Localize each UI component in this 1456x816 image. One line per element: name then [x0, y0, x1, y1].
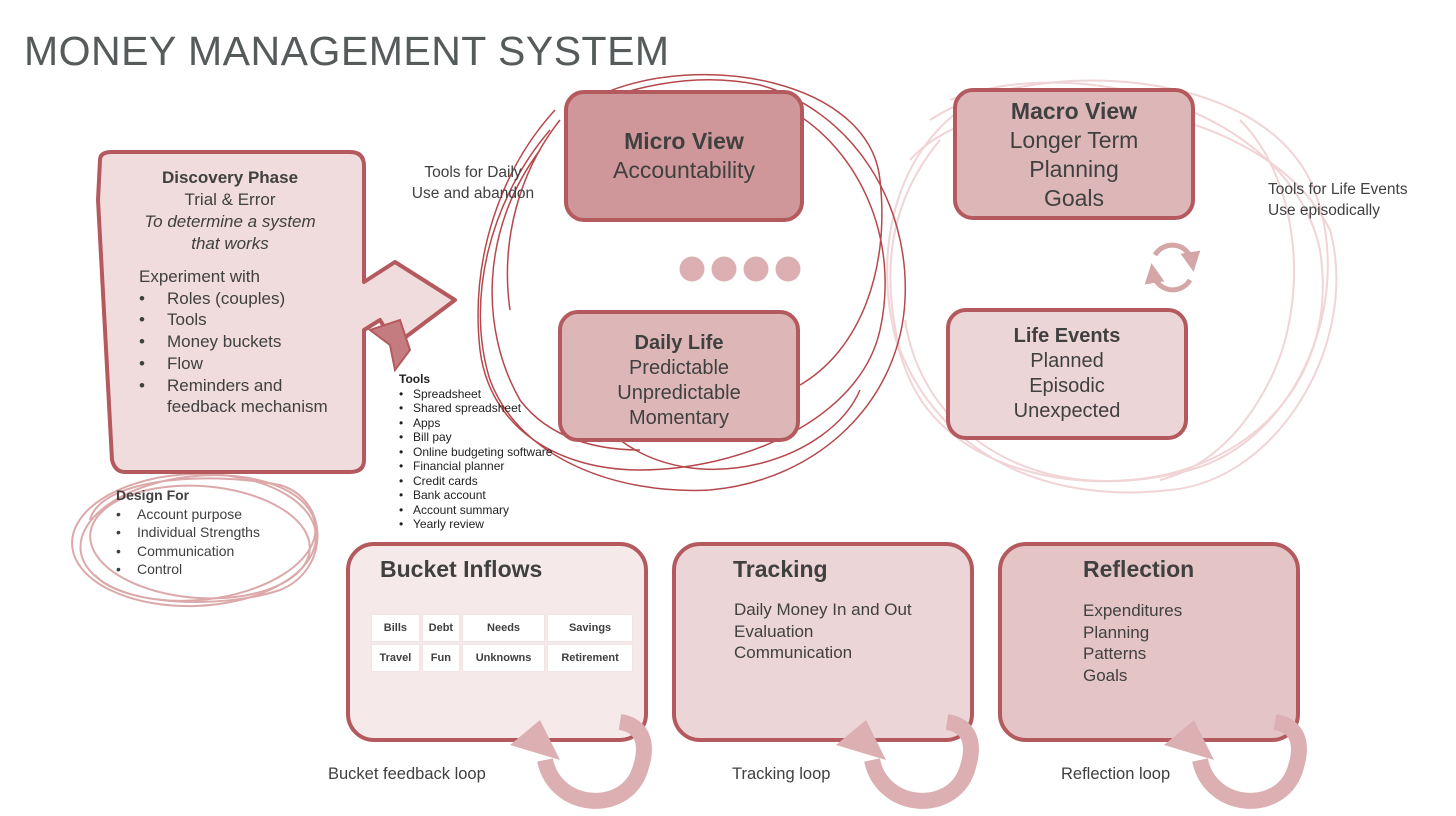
list-item: Patterns: [1083, 644, 1147, 663]
discovery-italic-1: To determine a system: [144, 212, 316, 231]
list-item: Flow: [139, 353, 328, 375]
bucket-loop-label: Bucket feedback loop: [328, 765, 486, 783]
list-item: Shared spreadsheet: [399, 401, 552, 416]
tools-list: Tools Spreadsheet Shared spreadsheet App…: [399, 372, 552, 532]
daily-tools-note-line-2: Use and abandon: [411, 185, 535, 202]
list-item: Tools: [139, 309, 328, 331]
discovery-subheading: Trial & Error: [184, 190, 276, 209]
micro-view-heading: Micro View: [624, 128, 744, 154]
discovery-heading: Discovery Phase: [161, 168, 299, 187]
macro-view-box: [953, 88, 1195, 220]
macro-view: Macro View Longer Term Planning Goals: [955, 97, 1193, 213]
list-item: Account summary: [399, 503, 552, 518]
list-item: Communication: [734, 643, 853, 662]
list-item-continuation: feedback mechanism: [167, 397, 328, 417]
list-item: Control: [116, 560, 260, 579]
reflection-list: Expenditures Planning Patterns Goals: [1083, 600, 1182, 686]
table-row: Travel Fun Unknowns Retirement: [371, 644, 633, 672]
ellipsis-dots: [679, 256, 801, 282]
tracking-loop-arrow-icon: [836, 714, 979, 809]
life-events-line: Unexpected: [1013, 400, 1121, 422]
list-item: Bill pay: [399, 430, 552, 445]
table-cell: Debt: [421, 614, 460, 642]
life-tools-note-line-1: Tools for Life Events: [1268, 181, 1408, 198]
life-events-heading: Life Events: [1013, 325, 1121, 347]
life-events-box: [946, 308, 1188, 440]
daily-life-box: [558, 310, 800, 442]
bucket-inflows-box: [346, 542, 648, 742]
bucket-loop-arrow-icon: [510, 714, 652, 809]
list-item: Daily Money In and Out: [734, 600, 912, 619]
tracking-heading: Tracking: [733, 556, 828, 582]
page-title: MONEY MANAGEMENT SYSTEM: [24, 28, 670, 74]
list-item: Goals: [1083, 665, 1128, 685]
table-cell: Savings: [547, 614, 633, 642]
table-row: Bills Debt Needs Savings: [371, 614, 633, 642]
list-item: Account purpose: [116, 505, 260, 524]
life-events: Life Events Planned Episodic Unexpected: [948, 324, 1186, 424]
list-item: Roles (couples): [139, 288, 328, 310]
list-item: Financial planner: [399, 459, 552, 474]
experiment-list: Experiment with Roles (couples) Tools Mo…: [139, 266, 328, 418]
daily-life: Daily Life Predictable Unpredictable Mom…: [560, 331, 798, 431]
design-for-heading: Design For: [116, 487, 190, 503]
daily-life-heading: Daily Life: [634, 332, 724, 354]
table-cell: Retirement: [547, 644, 633, 672]
macro-view-line: Longer Term: [1009, 127, 1139, 153]
macro-view-heading: Macro View: [1010, 98, 1138, 124]
table-cell: Travel: [371, 644, 420, 672]
list-item: Money buckets: [139, 331, 328, 353]
life-events-line: Planned: [1030, 350, 1104, 372]
list-item: Apps: [399, 416, 552, 431]
daily-life-line: Unpredictable: [617, 382, 741, 404]
micro-view-subheading: Accountability: [613, 157, 755, 183]
refresh-cycle-icon: [1144, 242, 1201, 293]
list-item: Individual Strengths: [116, 523, 260, 542]
reflection-heading: Reflection: [1083, 556, 1195, 582]
tracking-loop-label: Tracking loop: [732, 765, 831, 783]
macro-view-line: Goals: [1043, 185, 1105, 211]
design-for-scribble: [71, 472, 319, 608]
list-item: Planning: [1083, 622, 1150, 642]
table-cell: Needs: [461, 614, 546, 642]
design-for: Design For Account purpose Individual St…: [116, 486, 260, 579]
life-tools-note: Tools for Life Events Use episodically: [1268, 179, 1408, 221]
macro-view-line: Planning: [1029, 156, 1119, 182]
list-item: Expenditures: [1083, 601, 1183, 620]
daily-tools-note-line-1: Tools for Daily: [424, 164, 522, 181]
tracking-list: Daily Money In and Out Evaluation Commun…: [734, 599, 912, 664]
tracking-box: [672, 542, 974, 742]
list-item: Bank account: [399, 488, 552, 503]
list-item: Yearly review: [399, 517, 552, 532]
list-item: Communication: [116, 542, 260, 561]
daily-life-line: Predictable: [628, 357, 730, 379]
discovery-italic-2: that works: [191, 234, 269, 253]
tools-heading: Tools: [399, 372, 431, 386]
reflection-loop-label: Reflection loop: [1061, 765, 1171, 783]
list-item: Credit cards: [399, 474, 552, 489]
table-cell: Bills: [371, 614, 420, 642]
reflection-box: [998, 542, 1300, 742]
list-item: Online budgeting software: [399, 445, 552, 460]
table-cell: Fun: [421, 644, 460, 672]
daily-tools-note: Tools for Daily Use and abandon: [407, 162, 539, 204]
life-events-line: Episodic: [1029, 375, 1105, 397]
experiment-label: Experiment with: [139, 267, 260, 286]
micro-view: Micro View Accountability: [566, 127, 802, 185]
bucket-inflows-heading: Bucket Inflows: [380, 556, 543, 582]
list-item: Evaluation: [734, 621, 814, 641]
list-item: Reminders and: [139, 375, 328, 397]
life-tools-note-line-2: Use episodically: [1268, 202, 1380, 219]
discovery-phase: Discovery Phase Trial & Error To determi…: [110, 167, 350, 255]
daily-life-line: Momentary: [628, 407, 730, 429]
table-cell: Unknowns: [461, 644, 546, 672]
reflection-loop-arrow-icon: [1164, 714, 1307, 809]
bucket-table: Bills Debt Needs Savings Travel Fun Unkn…: [369, 612, 635, 674]
list-item: Spreadsheet: [399, 387, 552, 402]
micro-view-box: [564, 90, 804, 222]
